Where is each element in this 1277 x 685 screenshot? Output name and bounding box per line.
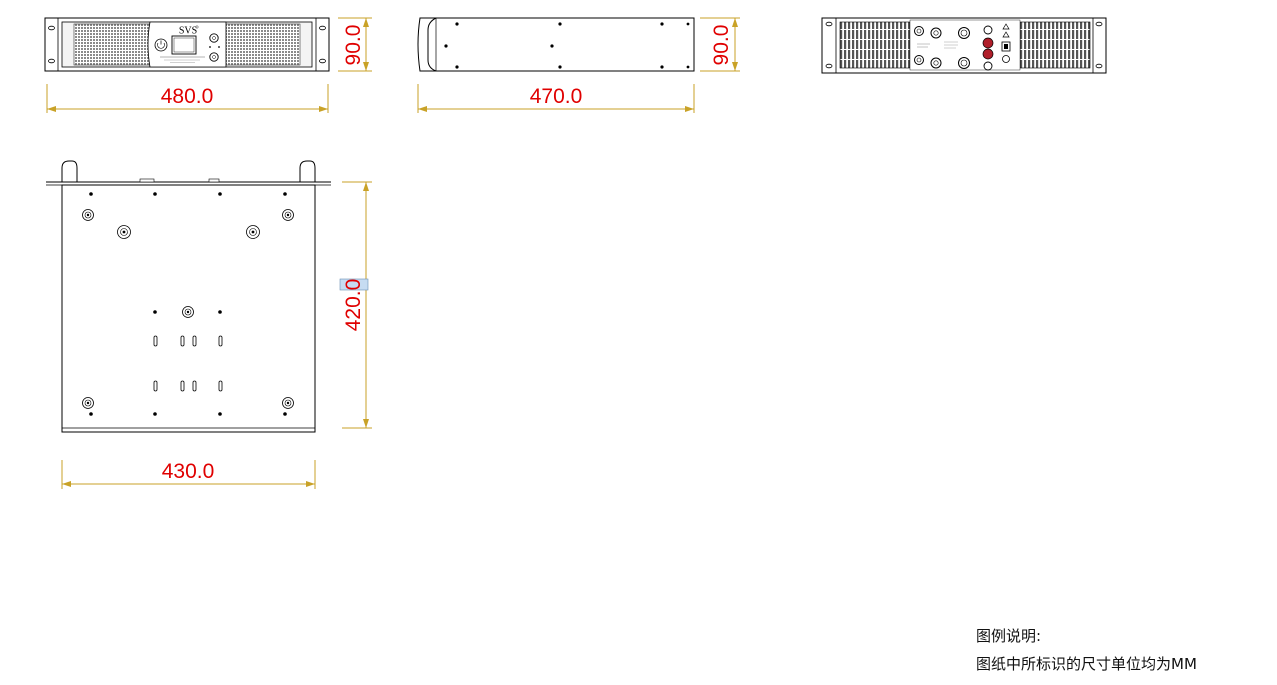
- arrowhead-icon: [363, 62, 369, 71]
- arrowhead-icon: [363, 182, 369, 191]
- lcd-display: [171, 35, 197, 55]
- xlr-output-icon: [930, 57, 942, 69]
- foot-mount-icon: [282, 209, 294, 221]
- handle-profile: [417, 17, 437, 72]
- foot-mount-icon: [82, 209, 94, 221]
- rack-hole-icon: [48, 58, 55, 64]
- arrowhead-icon: [306, 481, 315, 487]
- selection-highlight: [339, 278, 369, 291]
- volume-knob-icon: [209, 52, 219, 62]
- arrowhead-icon: [418, 106, 427, 112]
- binding-post-red-icon: [982, 37, 994, 49]
- legend-block: 图例说明: 图纸中所标识的尺寸单位均为MM: [976, 622, 1197, 678]
- fuse-holder-icon: [1002, 55, 1010, 63]
- rack-hole-icon: [1095, 21, 1103, 27]
- right-handle: [299, 160, 316, 182]
- rack-hole-icon: [825, 63, 833, 69]
- rear-vents-left: [839, 21, 911, 69]
- arrowhead-icon: [732, 62, 738, 71]
- binding-post-icon: [983, 25, 993, 35]
- arrowhead-icon: [319, 106, 328, 112]
- xlr-input-icon: [914, 55, 924, 65]
- top-width-label: 430.0: [162, 460, 215, 483]
- side-panel-outline: [419, 17, 695, 72]
- slot-icon: [153, 335, 158, 347]
- rear-vents-right: [1019, 21, 1091, 69]
- top-depth-label: 420.0: [342, 279, 365, 332]
- foot-mount-icon: [282, 397, 294, 409]
- top-chassis-outline: [61, 184, 316, 433]
- arrowhead-icon: [732, 18, 738, 27]
- rear-view: [821, 17, 1107, 74]
- arrowhead-icon: [363, 419, 369, 428]
- arrowhead-icon: [685, 106, 694, 112]
- side-depth-label: 470.0: [530, 85, 583, 108]
- xlr-input-icon: [914, 26, 924, 36]
- slot-icon: [218, 380, 223, 392]
- warning-icon: [1002, 31, 1010, 38]
- front-height-label: 90.0: [342, 25, 365, 66]
- rack-hole-icon: [48, 25, 55, 31]
- volume-knob-icon: [209, 33, 219, 43]
- side-view: 470.0 90.0: [417, 17, 740, 113]
- legend-title: 图例说明:: [976, 627, 1042, 645]
- arrowhead-icon: [47, 106, 56, 112]
- warning-icon: [1002, 23, 1010, 30]
- top-view: 420.0 430.0: [46, 160, 372, 489]
- slot-icon: [180, 335, 185, 347]
- rack-hole-icon: [319, 58, 326, 64]
- legend-note: 图纸中所标识的尺寸单位均为MM: [976, 655, 1197, 673]
- foot-mount-icon: [117, 225, 131, 239]
- speakon-connector-icon: [958, 27, 970, 39]
- foot-mount-icon: [82, 397, 94, 409]
- slot-icon: [192, 335, 197, 347]
- rack-hole-icon: [319, 25, 326, 31]
- left-handle: [61, 160, 78, 182]
- arrowhead-icon: [62, 481, 71, 487]
- slot-icon: [218, 335, 223, 347]
- foot-mount-icon: [246, 225, 260, 239]
- front-width-label: 480.0: [161, 85, 214, 108]
- front-view: SVS 480.0 90.0: [44, 17, 372, 113]
- brand-logo: SVS: [179, 26, 197, 37]
- slot-icon: [180, 380, 185, 392]
- power-button-icon: [154, 38, 168, 52]
- slot-icon: [153, 380, 158, 392]
- xlr-output-icon: [930, 27, 942, 39]
- rack-hole-icon: [1095, 63, 1103, 69]
- side-height-label: 90.0: [710, 25, 733, 66]
- binding-post-red-icon: [982, 48, 994, 60]
- slot-icon: [192, 380, 197, 392]
- rack-hole-icon: [825, 21, 833, 27]
- binding-post-icon: [983, 61, 993, 71]
- speakon-connector-icon: [958, 57, 970, 69]
- foot-mount-icon: [182, 306, 194, 318]
- arrowhead-icon: [363, 18, 369, 27]
